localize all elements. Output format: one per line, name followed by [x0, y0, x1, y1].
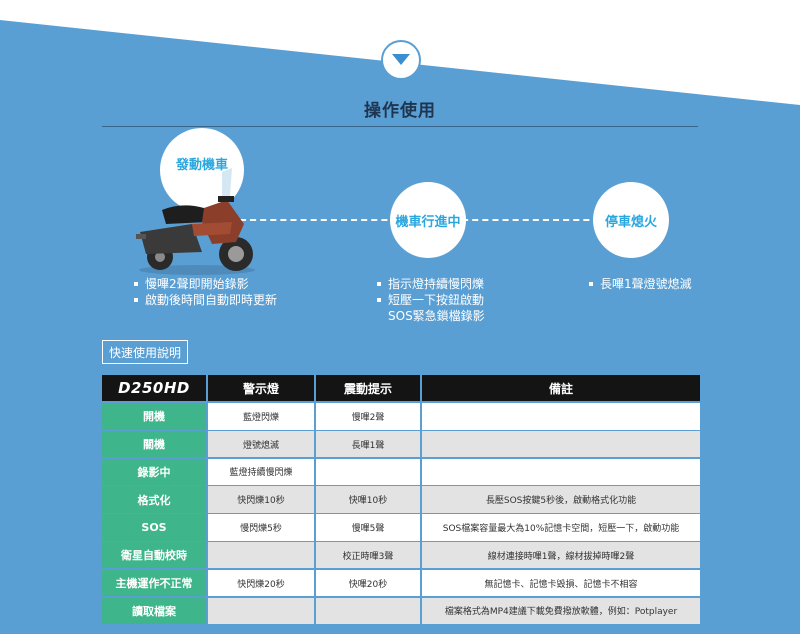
- note-cell: 無記憶卡、記憶卡毀損、記憶卡不相容: [422, 569, 700, 597]
- page-title: 操作使用: [364, 101, 436, 121]
- row-label: 讀取檔案: [102, 597, 206, 625]
- table-row: 衛星自動校時 校正時嗶3聲 線材連接時嗶1聲，線材拔掉時嗶2聲: [102, 541, 700, 569]
- list-item: 啟動後時間自動即時更新: [133, 292, 277, 308]
- row-label: 關機: [102, 430, 206, 458]
- vibration-cell: 慢嗶5聲: [316, 514, 420, 541]
- column-header: 備註: [422, 375, 700, 401]
- status-table: D250HD 警示燈 震動提示 備註 開機 藍燈閃爍 慢嗶2聲 關機 燈號熄滅 …: [102, 375, 700, 625]
- table-row: SOS 慢閃爍5秒 慢嗶5聲 SOS檔案容量最大為10%記憶卡空間，短壓一下，啟…: [102, 514, 700, 541]
- table-row: 讀取檔案 檔案格式為MP4建議下載免費撥放軟體，例如：Potplayer: [102, 597, 700, 625]
- vibration-cell: 慢嗶2聲: [316, 403, 420, 430]
- light-cell: 燈號熄滅: [208, 430, 314, 458]
- column-header: 警示燈: [208, 375, 314, 401]
- note-cell: SOS檔案容量最大為10%記憶卡空間，短壓一下，啟動功能: [422, 514, 700, 541]
- vibration-cell: 校正時嗶3聲: [316, 541, 420, 569]
- note-cell: [422, 403, 700, 430]
- table-row: 格式化 快閃爍10秒 快嗶10秒 長壓SOS按鍵5秒後，啟動格式化功能: [102, 486, 700, 513]
- step-start-label: 發動機車: [175, 158, 228, 173]
- step-riding-circle: 機車行進中: [390, 182, 466, 258]
- vibration-cell: 長嗶1聲: [316, 430, 420, 458]
- title-divider: [102, 126, 698, 127]
- step-start-notes: 慢嗶2聲即開始錄影 啟動後時間自動即時更新: [133, 276, 277, 308]
- note-cell: 長壓SOS按鍵5秒後，啟動格式化功能: [422, 486, 700, 513]
- table-row: 關機 燈號熄滅 長嗶1聲: [102, 430, 700, 458]
- row-label: 格式化: [102, 486, 206, 513]
- table-row: 主機運作不正常 快閃爍20秒 快嗶20秒 無記憶卡、記憶卡毀損、記憶卡不相容: [102, 569, 700, 597]
- light-cell: 快閃爍20秒: [208, 569, 314, 597]
- scooter-illustration: [136, 168, 255, 275]
- step-stop-notes: 長嗶1聲燈號熄滅: [588, 276, 692, 292]
- quick-guide-button[interactable]: 快速使用說明: [102, 340, 188, 364]
- row-label: SOS: [102, 514, 206, 541]
- brand-logo: D250HD: [102, 375, 206, 401]
- light-cell: 藍燈持續慢閃爍: [208, 458, 314, 486]
- light-cell: [208, 597, 314, 625]
- light-cell: [208, 541, 314, 569]
- light-cell: 快閃爍10秒: [208, 486, 314, 513]
- row-label: 開機: [102, 403, 206, 430]
- column-header: 震動提示: [316, 375, 420, 401]
- note-cell: [422, 430, 700, 458]
- table-row: 開機 藍燈閃爍 慢嗶2聲: [102, 403, 700, 430]
- chevron-down-icon: [392, 54, 410, 65]
- vibration-cell: [316, 597, 420, 625]
- light-cell: 慢閃爍5秒: [208, 514, 314, 541]
- list-item: 長嗶1聲燈號熄滅: [588, 276, 692, 292]
- list-item: 短壓一下按鈕啟動: [376, 292, 485, 308]
- note-cell: 檔案格式為MP4建議下載免費撥放軟體，例如：Potplayer: [422, 597, 700, 625]
- light-cell: 藍燈閃爍: [208, 403, 314, 430]
- list-item: 指示燈持續慢閃爍: [376, 276, 485, 292]
- step-riding-label: 機車行進中: [395, 214, 461, 230]
- vibration-cell: 快嗶20秒: [316, 569, 420, 597]
- row-label: 衛星自動校時: [102, 541, 206, 569]
- note-cell: 線材連接時嗶1聲，線材拔掉時嗶2聲: [422, 541, 700, 569]
- table-row: 錄影中 藍燈持續慢閃爍: [102, 458, 700, 486]
- vibration-cell: 快嗶10秒: [316, 486, 420, 513]
- step-riding-notes: 指示燈持續慢閃爍 短壓一下按鈕啟動 SOS緊急鎖檔錄影: [376, 276, 485, 324]
- table-header-row: D250HD 警示燈 震動提示 備註: [102, 375, 700, 401]
- row-label: 錄影中: [102, 458, 206, 486]
- scroll-down-badge[interactable]: [381, 40, 421, 80]
- list-item: SOS緊急鎖檔錄影: [388, 309, 485, 323]
- row-label: 主機運作不正常: [102, 569, 206, 597]
- step-stop-label: 停車熄火: [604, 214, 657, 230]
- note-cell: [422, 458, 700, 486]
- step-stop-circle: 停車熄火: [593, 182, 669, 258]
- vibration-cell: [316, 458, 420, 486]
- list-item: 慢嗶2聲即開始錄影: [133, 276, 277, 292]
